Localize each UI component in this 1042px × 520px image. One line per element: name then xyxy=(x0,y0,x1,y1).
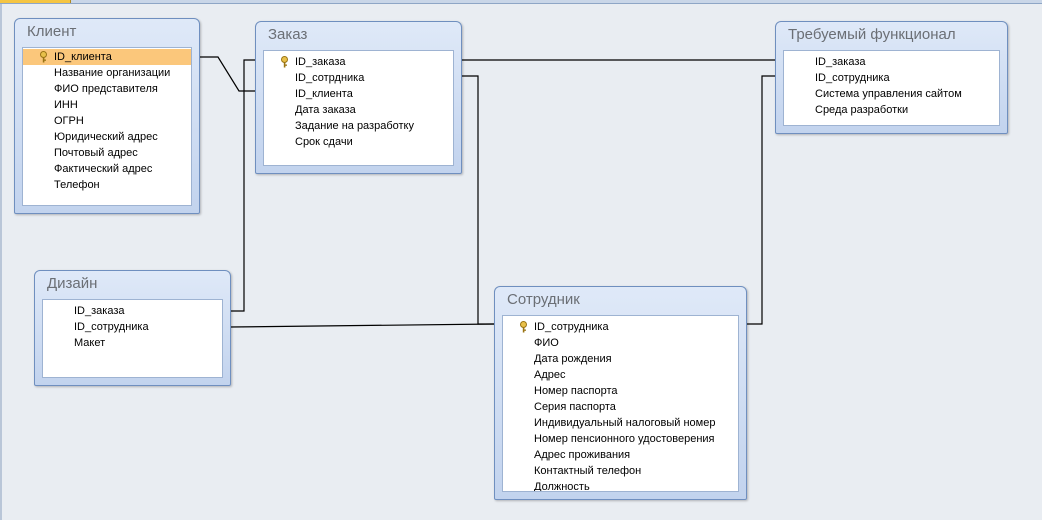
active-document-tab[interactable] xyxy=(0,0,71,3)
table-design-title[interactable]: Дизайн xyxy=(47,275,98,292)
primary-key-icon xyxy=(281,56,288,68)
field-order-employee-id[interactable]: ID_сотрдника xyxy=(264,70,453,86)
relationship-design-employee xyxy=(229,323,496,328)
field-label: Название организации xyxy=(54,67,171,79)
field-label: ID_клиента xyxy=(295,88,353,100)
field-employee-phone[interactable]: Контактный телефон xyxy=(503,463,738,479)
table-design-field-list[interactable]: ID_заказа ID_сотрудника Макет xyxy=(42,299,223,378)
field-order-date[interactable]: Дата заказа xyxy=(264,102,453,118)
field-employee-address[interactable]: Адрес xyxy=(503,367,738,383)
field-requirements-employee-id[interactable]: ID_сотрудника xyxy=(784,70,999,86)
field-label: Почтовый адрес xyxy=(54,147,138,159)
table-client-field-list[interactable]: ID_клиента Название организации ФИО пред… xyxy=(22,47,192,206)
field-label: Юридический адрес xyxy=(54,131,158,143)
field-employee-tax-number[interactable]: Индивидуальный налоговый номер xyxy=(503,415,738,431)
primary-key-icon xyxy=(40,51,47,63)
field-label: Дата заказа xyxy=(295,104,356,116)
relationship-order-employee xyxy=(461,75,495,325)
field-label: Среда разработки xyxy=(815,104,909,116)
field-label: Должность xyxy=(534,481,590,492)
field-label: ID_заказа xyxy=(74,305,125,317)
field-label: ID_заказа xyxy=(815,56,866,68)
field-client-id[interactable]: ID_клиента xyxy=(23,49,191,65)
field-design-employee-id[interactable]: ID_сотрудника xyxy=(43,319,222,335)
relationship-design-order xyxy=(230,59,256,312)
field-label: Адрес xyxy=(534,369,566,381)
field-label: Номер паспорта xyxy=(534,385,618,397)
field-label: Телефон xyxy=(54,179,100,191)
field-label: Система управления сайтом xyxy=(815,88,962,100)
field-label: Макет xyxy=(74,337,106,349)
field-label: ID_сотрдника xyxy=(295,72,365,84)
field-label: ОГРН xyxy=(54,115,84,127)
table-design[interactable]: Дизайн ID_заказа ID_сотрудника Макет xyxy=(34,270,231,386)
field-design-order-id[interactable]: ID_заказа xyxy=(43,303,222,319)
table-client-title[interactable]: Клиент xyxy=(27,23,77,40)
field-employee-residence-address[interactable]: Адрес проживания xyxy=(503,447,738,463)
field-employee-birthdate[interactable]: Дата рождения xyxy=(503,351,738,367)
field-label: Серия паспорта xyxy=(534,401,616,413)
navigation-pane-edge xyxy=(0,4,2,520)
field-label: Дата рождения xyxy=(534,353,612,365)
field-label: ID_сотрудника xyxy=(534,321,609,333)
field-order-task[interactable]: Задание на разработку xyxy=(264,118,453,134)
field-requirements-dev-env[interactable]: Среда разработки xyxy=(784,102,999,118)
field-label: Задание на разработку xyxy=(295,120,414,132)
field-client-ogrn[interactable]: ОГРН xyxy=(23,113,191,129)
field-label: ID_сотрудника xyxy=(815,72,890,84)
field-client-org-name[interactable]: Название организации xyxy=(23,65,191,81)
table-requirements-title[interactable]: Требуемый функционал xyxy=(788,26,956,43)
field-label: ID_клиента xyxy=(54,51,112,63)
table-order-field-list[interactable]: ID_заказа ID_сотрдника ID_клиента Дата з… xyxy=(263,50,454,166)
relationship-client-order xyxy=(199,56,256,92)
field-employee-passport-number[interactable]: Номер паспорта xyxy=(503,383,738,399)
field-employee-id[interactable]: ID_сотрудника xyxy=(503,319,738,335)
field-label: ИНН xyxy=(54,99,78,111)
field-label: ФИО представителя xyxy=(54,83,158,95)
field-employee-position[interactable]: Должность xyxy=(503,479,738,492)
field-label: Контактный телефон xyxy=(534,465,642,477)
document-tab-strip xyxy=(0,0,1042,4)
field-employee-fullname[interactable]: ФИО xyxy=(503,335,738,351)
table-employee[interactable]: Сотрудник ID_сотрудника ФИО Дата рождени… xyxy=(494,286,747,500)
field-label: Номер пенсионного удостоверения xyxy=(534,433,715,445)
relationship-requirements-employee xyxy=(746,75,776,325)
field-label: Срок сдачи xyxy=(295,136,353,148)
table-client[interactable]: Клиент ID_клиента Название организации Ф… xyxy=(14,18,200,214)
field-design-mockup[interactable]: Макет xyxy=(43,335,222,351)
field-client-actual-address[interactable]: Фактический адрес xyxy=(23,161,191,177)
table-order-title[interactable]: Заказ xyxy=(268,26,308,43)
table-requirements[interactable]: Требуемый функционал ID_заказа ID_сотруд… xyxy=(775,21,1008,134)
field-client-phone[interactable]: Телефон xyxy=(23,177,191,193)
field-order-id[interactable]: ID_заказа xyxy=(264,54,453,70)
field-order-client-id[interactable]: ID_клиента xyxy=(264,86,453,102)
field-label: ФИО xyxy=(534,337,559,349)
field-label: ID_сотрудника xyxy=(74,321,149,333)
field-order-deadline[interactable]: Срок сдачи xyxy=(264,134,453,150)
field-client-representative[interactable]: ФИО представителя xyxy=(23,81,191,97)
field-requirements-order-id[interactable]: ID_заказа xyxy=(784,54,999,70)
field-requirements-cms[interactable]: Система управления сайтом xyxy=(784,86,999,102)
field-label: Фактический адрес xyxy=(54,163,153,175)
field-employee-passport-series[interactable]: Серия паспорта xyxy=(503,399,738,415)
table-employee-title[interactable]: Сотрудник xyxy=(507,291,580,308)
field-label: Индивидуальный налоговый номер xyxy=(534,417,716,429)
field-client-inn[interactable]: ИНН xyxy=(23,97,191,113)
field-employee-pension-number[interactable]: Номер пенсионного удостоверения xyxy=(503,431,738,447)
table-employee-field-list[interactable]: ID_сотрудника ФИО Дата рождения Адрес Но… xyxy=(502,315,739,492)
field-label: ID_заказа xyxy=(295,56,346,68)
table-requirements-field-list[interactable]: ID_заказа ID_сотрудника Система управлен… xyxy=(783,50,1000,126)
field-label: Адрес проживания xyxy=(534,449,631,461)
field-client-postal-address[interactable]: Почтовый адрес xyxy=(23,145,191,161)
field-client-legal-address[interactable]: Юридический адрес xyxy=(23,129,191,145)
primary-key-icon xyxy=(520,321,527,333)
table-order[interactable]: Заказ ID_заказа ID_сотрдника ID_клиента … xyxy=(255,21,462,174)
